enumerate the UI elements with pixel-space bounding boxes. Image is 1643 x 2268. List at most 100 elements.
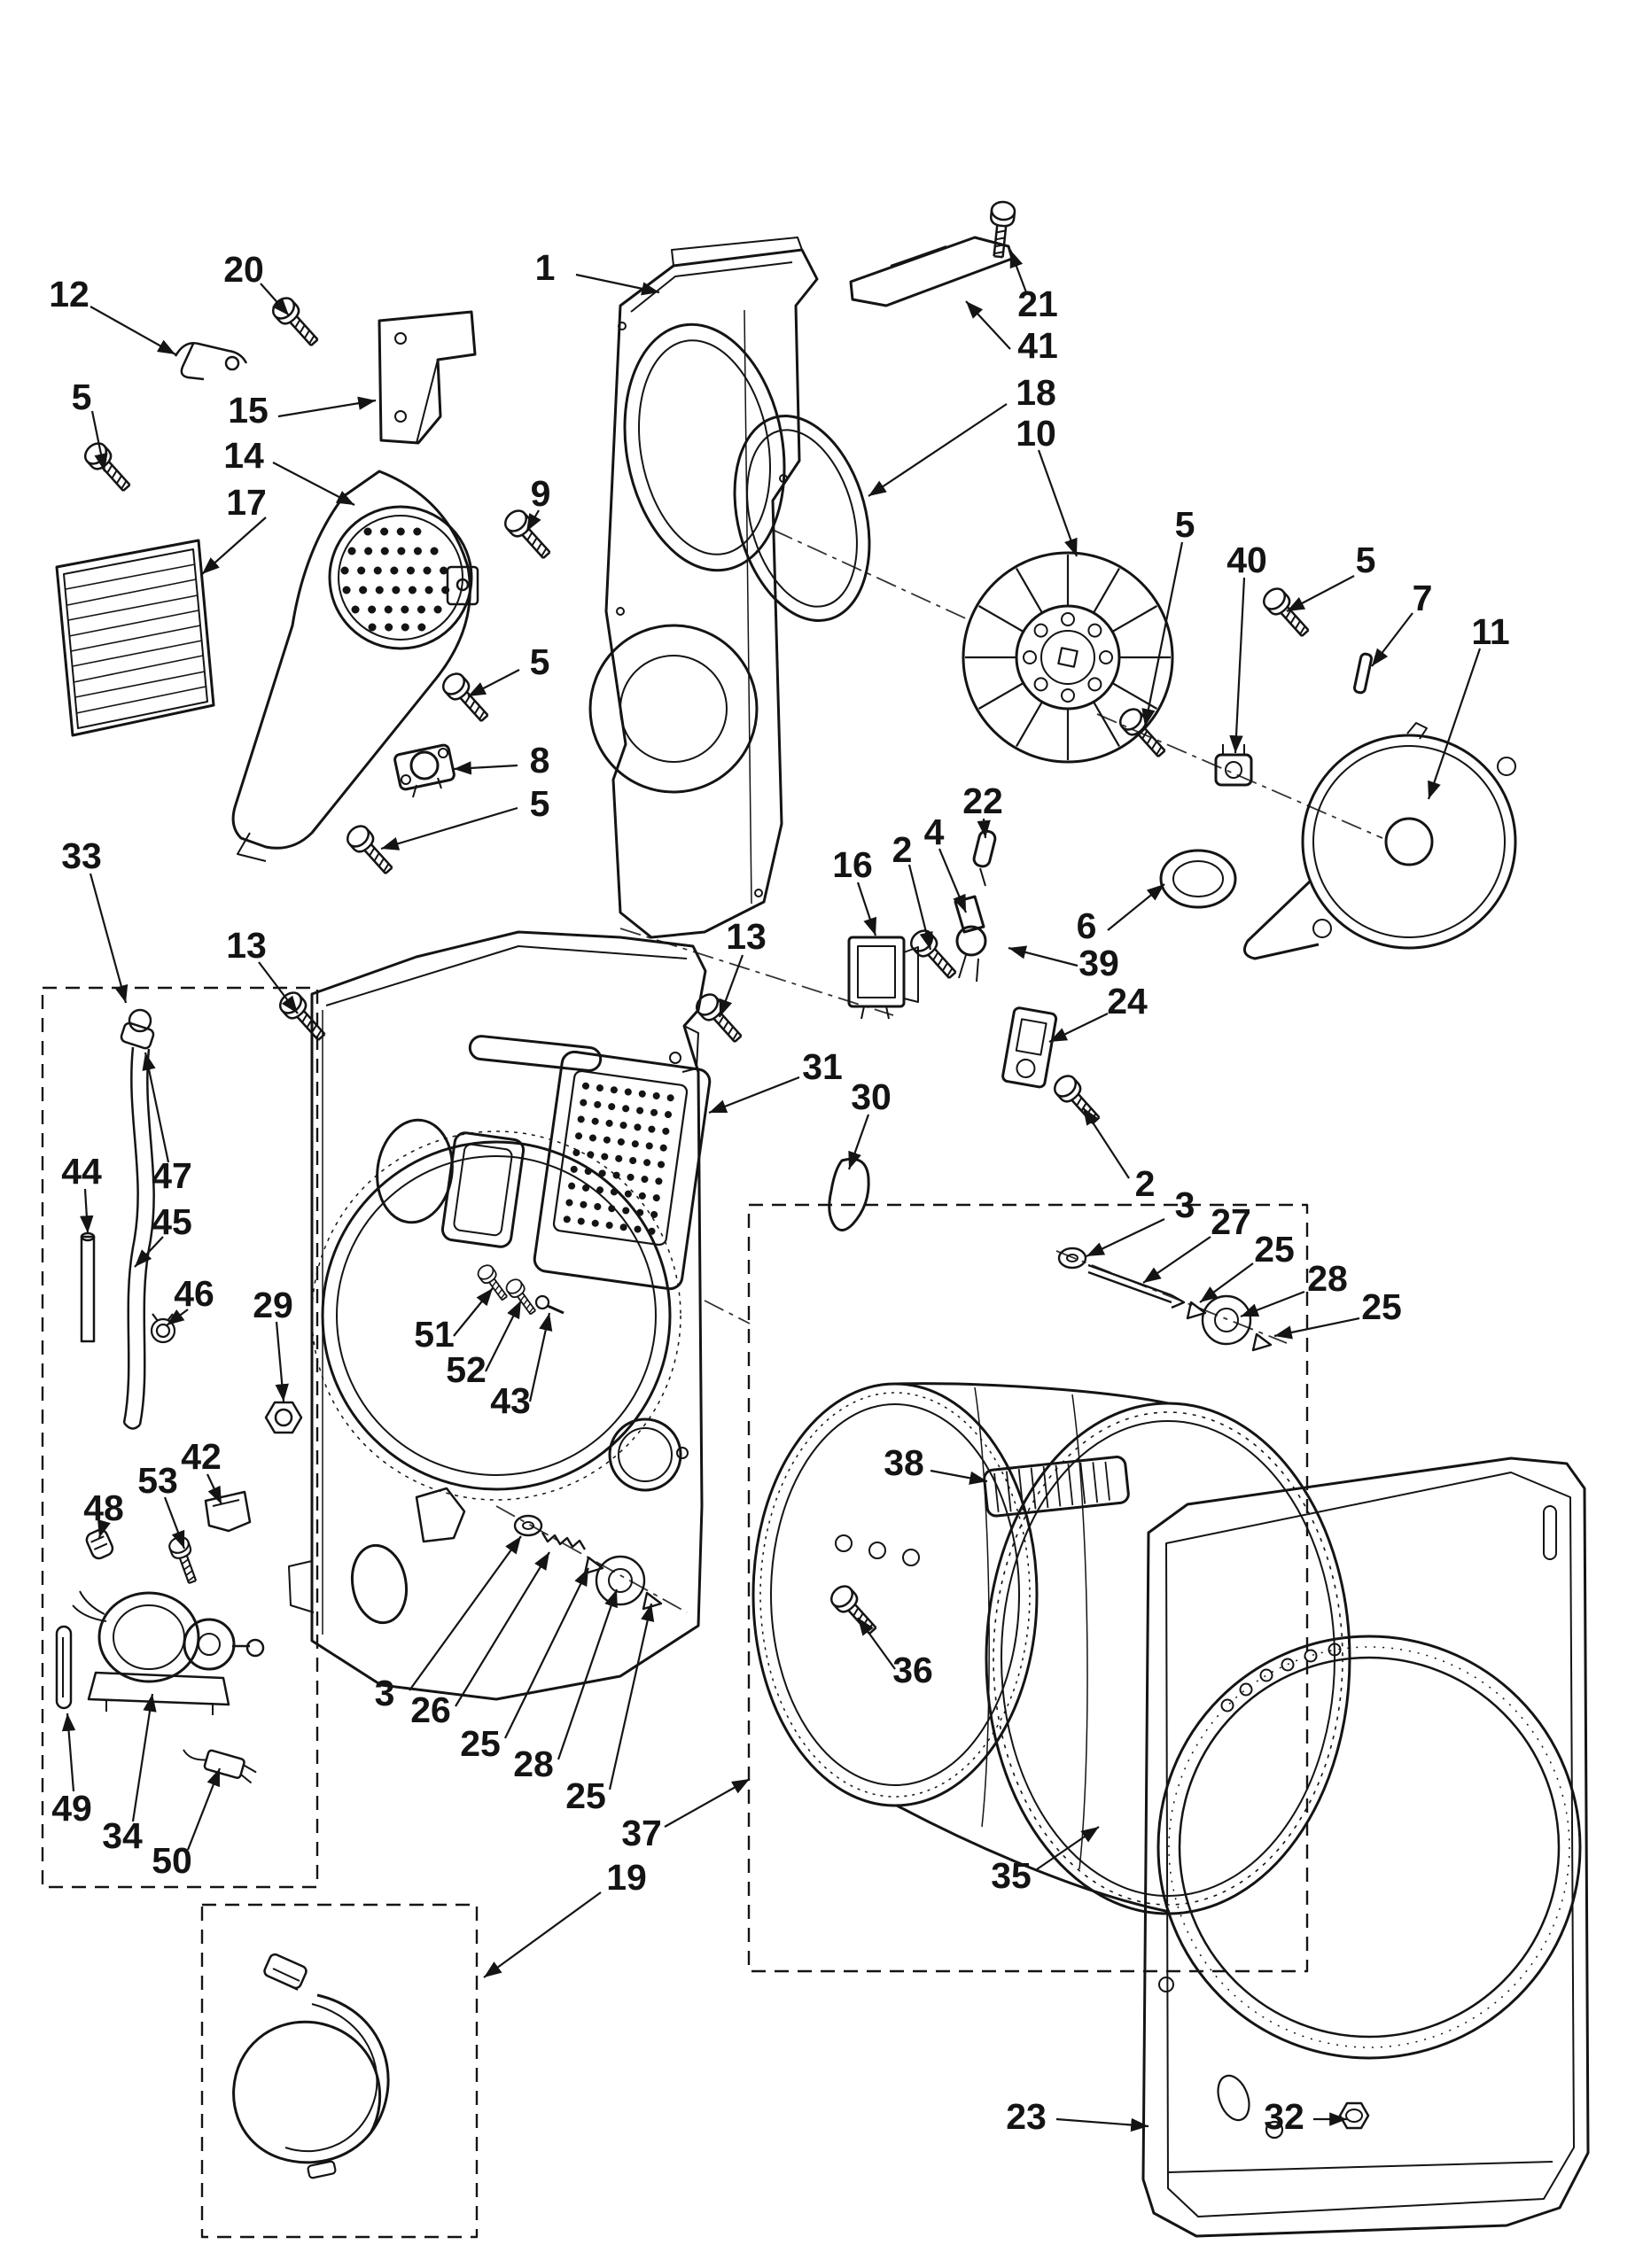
callout-leader [526,509,541,532]
callout-leader [134,1236,164,1268]
wire-harness [232,1953,390,2179]
callout-leader [453,1287,494,1337]
callout-leader [1107,883,1165,931]
callout-label: 34 [102,1815,143,1856]
callout-label: 27 [1211,1201,1251,1242]
shaft-key [1352,652,1374,695]
callout-label: 32 [1264,2096,1304,2137]
callout-leader [528,1312,553,1402]
callout-leader [80,1188,94,1234]
rear-duct-panel [588,237,819,939]
callout-labels: 12 20 5 15 14 17 1 9 21 41 18 10 5 40 5 … [49,247,1509,2137]
callout-label: 46 [174,1273,214,1314]
callout-label: 2 [1135,1163,1156,1204]
callout-leader [718,954,744,1018]
callout-label: 16 [832,844,873,885]
callout-leader [186,1767,222,1851]
callout-leader [1086,1218,1165,1257]
callout-label: 5 [1356,540,1376,580]
outlet-grille [828,1157,870,1231]
callout-label: 25 [1254,1229,1295,1270]
callout-leader [455,1551,550,1707]
callout-label: 23 [1006,2096,1047,2137]
callout-leader [453,761,518,775]
felt-duct-arm [231,470,473,862]
callout-leader [485,1300,522,1372]
bulkhead-panel [288,930,712,1701]
callout-label: 48 [83,1487,124,1528]
callout-leader [1037,449,1078,557]
callout-leader [409,1535,522,1691]
callout-leader [907,864,933,951]
callout-leader [166,1309,189,1326]
callout-label: 40 [1226,540,1267,580]
assembly-axis-lines [495,529,1383,1613]
capacitor [85,1528,114,1560]
dashed-box-drum-group [747,1203,1309,1973]
callout-label: 49 [51,1788,92,1829]
callout-leader [1055,2117,1149,2132]
callout-leader [1141,541,1184,727]
callout-label: 15 [228,390,269,431]
callout-leaders [61,249,1482,2132]
callout-leader [1008,945,1078,967]
callout-label: 29 [253,1285,293,1325]
clamp [1214,744,1253,787]
callout-leader [664,1778,751,1828]
callout-leader [142,1052,170,1163]
wire-jumper [174,342,248,381]
callout-label: 5 [530,783,550,824]
heater-box [55,539,215,737]
sensor-bracket [1001,1006,1058,1089]
motor-clip [204,1490,252,1533]
callout-label: 14 [223,435,264,476]
callout-label: 25 [565,1775,606,1816]
callout-leader [258,961,299,1014]
callouts-layer: 12 20 5 15 14 17 1 9 21 41 18 10 5 40 5 … [49,247,1509,2137]
callout-label: 31 [802,1046,843,1087]
top-bracket [849,236,1014,307]
callout-label: 25 [1361,1286,1402,1327]
callout-label: 26 [410,1689,451,1730]
dashed-box-heater-hose-motor-group [41,986,319,1889]
callout-label: 17 [226,482,267,523]
callout-leader [977,818,991,839]
callout-label: 50 [152,1840,192,1881]
callout-label: 25 [460,1723,501,1764]
callout-label: 5 [72,377,92,417]
callout-leader [90,410,108,472]
callout-label: 5 [530,641,550,682]
vent-hose [120,1008,155,1430]
callout-leader [1036,1826,1100,1870]
callout-label: 43 [490,1380,531,1421]
callout-label: 13 [226,925,267,966]
hex-bolt [1338,2101,1370,2130]
thermostat [393,743,456,798]
callout-leader [557,1588,619,1760]
seal-ring [1159,849,1237,909]
blower-housing [1242,722,1517,960]
callout-label: 28 [1307,1258,1348,1299]
callout-label: 47 [152,1155,192,1196]
callout-label: 30 [851,1076,892,1117]
bulkhead-fasteners [474,1261,565,1318]
callout-label: 7 [1413,578,1433,618]
callout-leader [1427,648,1482,800]
callout-label: 37 [621,1813,662,1853]
callout-leader [97,1518,111,1539]
idler-right [1057,1247,1273,1352]
callout-label: 42 [181,1436,222,1477]
callout-leader [868,403,1008,497]
callout-label: 39 [1078,943,1119,983]
callout-leader [1371,612,1413,667]
callout-label: 45 [152,1201,192,1242]
callout-leader [275,1321,289,1402]
callout-label: 4 [924,812,945,852]
callout-leader [847,1114,870,1170]
callout-label: 38 [884,1442,924,1483]
callout-leader [277,396,377,418]
front-panel [1141,1456,1590,2238]
callout-leader [272,462,355,506]
callout-label: 28 [513,1744,554,1784]
callout-leader [708,1076,800,1115]
